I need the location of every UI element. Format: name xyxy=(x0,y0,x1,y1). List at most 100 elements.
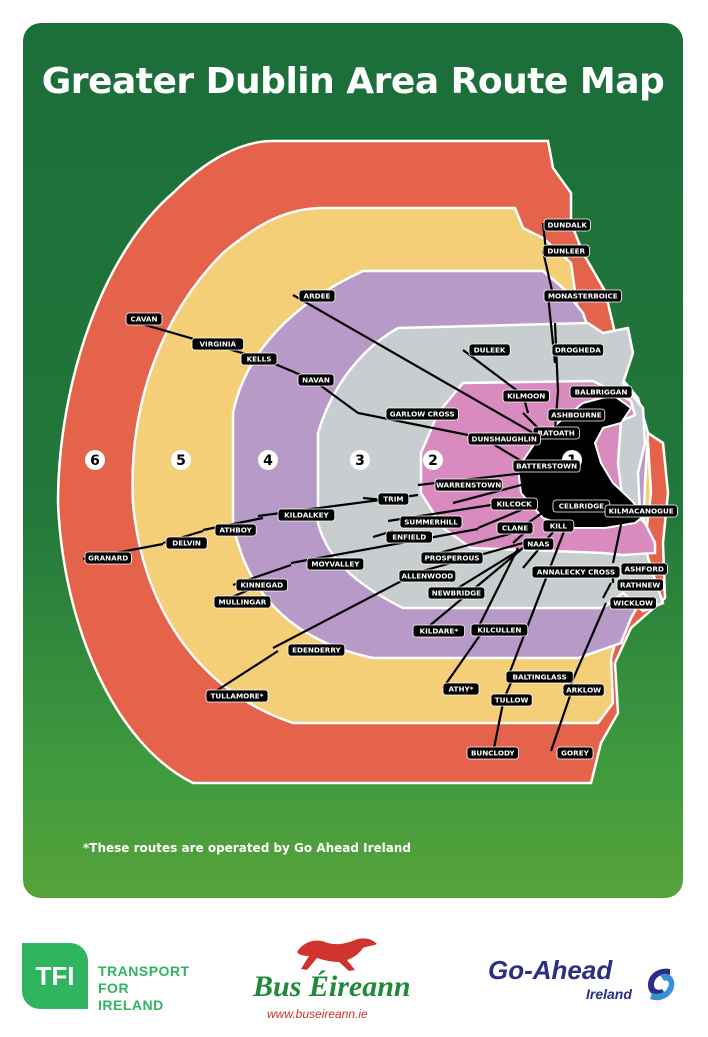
place-label-bg xyxy=(569,385,633,399)
place-label-kilmoon: KILMOON xyxy=(502,389,550,403)
map-title: Greater Dublin Area Route Map xyxy=(41,61,665,102)
tfi-line-3: IRELAND xyxy=(98,997,164,1013)
place-label-text: KILL xyxy=(550,522,568,531)
map-panel: Greater Dublin Area Route Map xyxy=(23,23,683,898)
place-label-bg xyxy=(470,623,529,637)
place-label-bg xyxy=(213,595,272,609)
place-label-baltinglass: BALTINGLASS xyxy=(505,670,574,684)
place-label-bg xyxy=(297,373,335,387)
place-label-text: KILCOCK xyxy=(497,500,532,509)
place-label-bg xyxy=(434,478,503,492)
place-label-bg xyxy=(562,683,605,697)
zone-2-label: 2 xyxy=(428,453,438,469)
place-label-text: TULLOW xyxy=(495,696,529,705)
zone-4-marker xyxy=(258,450,278,470)
place-label-delvin: DELVIN xyxy=(165,536,208,550)
place-label-navan: NAVAN xyxy=(297,373,335,387)
place-label-text: MOYVALLEY xyxy=(311,560,360,569)
zone-2-marker xyxy=(423,450,443,470)
place-label-text: DULEEK xyxy=(474,346,506,355)
place-label-text: DUNLEER xyxy=(547,247,585,256)
place-label-text: CAVAN xyxy=(130,315,157,324)
place-label-kill: KILL xyxy=(542,519,575,533)
place-label-bg xyxy=(505,670,574,684)
place-label-bg xyxy=(531,565,621,579)
place-label-bg xyxy=(467,432,541,446)
place-label-text: GOREY xyxy=(561,749,589,758)
place-label-bg xyxy=(442,682,480,696)
place-label-bg xyxy=(287,643,346,657)
place-label-text: ARKLOW xyxy=(566,686,601,695)
place-label-bg xyxy=(490,497,538,511)
place-label-bg xyxy=(502,389,550,403)
place-label-kilmacanogue: KILMACANOGUE xyxy=(604,504,678,518)
place-label-garlow-cross: GARLOW CROSS xyxy=(385,407,459,421)
place-label-allenwood: ALLENWOOD xyxy=(398,569,457,583)
place-label-bg xyxy=(125,312,163,326)
place-label-text: ANNALECKY CROSS xyxy=(537,568,615,577)
place-label-bg xyxy=(277,508,336,522)
place-label-bg xyxy=(240,352,278,366)
place-label-bg xyxy=(556,746,594,760)
place-label-text: MULLINGAR xyxy=(218,598,266,607)
place-label-duleek: DULEEK xyxy=(468,343,511,357)
zone-numbers: 1 2 3 4 5 6 xyxy=(85,450,582,470)
place-label-prosperous: PROSPEROUS xyxy=(420,551,484,565)
place-label-text: WARRENSTOWN xyxy=(436,481,501,490)
place-label-bg xyxy=(616,578,664,592)
place-label-bg xyxy=(496,521,534,535)
place-label-text: CLANE xyxy=(502,524,528,533)
place-label-text: ATHBOY xyxy=(219,526,252,535)
place-label-bg xyxy=(542,244,590,258)
place-label-drogheda: DROGHEDA xyxy=(551,343,604,357)
place-label-granard: GRANARD xyxy=(84,551,132,565)
place-label-dundalk: DUNDALK xyxy=(543,218,591,232)
go-ahead-logo: Go-Ahead Ireland xyxy=(488,955,688,1015)
zone-6-marker xyxy=(85,450,105,470)
place-label-text: ENFIELD xyxy=(392,533,426,542)
bus-eireann-wordmark: Bus Éireann xyxy=(253,970,411,1003)
place-label-text: BUNCLODY xyxy=(471,749,515,758)
place-label-annalecky-cross: ANNALECKY CROSS xyxy=(531,565,621,579)
place-label-newbridge: NEWBRIDGE xyxy=(427,586,486,600)
place-label-athy: ATHY* xyxy=(442,682,480,696)
place-label-bg xyxy=(165,536,208,550)
place-label-bg xyxy=(191,337,244,351)
place-label-gorey: GOREY xyxy=(556,746,594,760)
place-label-bg xyxy=(385,407,459,421)
place-label-text: GRANARD xyxy=(88,554,128,563)
place-label-text: ALLENWOOD xyxy=(402,572,454,581)
place-label-wicklow: WICKLOW xyxy=(609,596,657,610)
zone-5-marker xyxy=(171,450,191,470)
go-ahead-wordmark: Go-Ahead xyxy=(488,955,613,985)
place-label-bg xyxy=(235,578,288,592)
bus-eireann-website: www.buseireann.ie xyxy=(267,1007,368,1021)
place-label-bg xyxy=(412,624,465,638)
place-label-bg xyxy=(604,504,678,518)
place-label-text: KILMACANOGUE xyxy=(609,507,674,516)
place-label-kilcullen: KILCULLEN xyxy=(470,623,529,637)
place-label-bg xyxy=(609,596,657,610)
place-label-summerhill: SUMMERHILL xyxy=(399,515,463,529)
place-label-text: NAVAN xyxy=(302,376,330,385)
place-label-text: PROSPEROUS xyxy=(425,554,480,563)
place-label-bg xyxy=(551,343,604,357)
place-label-text: KILMOON xyxy=(507,392,545,401)
place-label-kilcock: KILCOCK xyxy=(490,497,538,511)
route-map: 1 2 3 4 5 6 DUNDALK DUNLEER MONASTERBOICE D… xyxy=(56,139,678,785)
place-label-rathnew: RATHNEW xyxy=(616,578,664,592)
place-label-text: GARLOW CROSS xyxy=(390,410,455,419)
place-label-text: KILDALKEY xyxy=(284,511,329,520)
place-label-tullamore: TULLAMORE* xyxy=(205,689,269,703)
place-label-bg xyxy=(620,562,668,576)
place-label-monasterboice: MONASTERBOICE xyxy=(543,289,622,303)
place-label-text: BALBRIGGAN xyxy=(575,388,628,397)
place-label-text: NAAS xyxy=(527,540,549,549)
place-label-bunclody: BUNCLODY xyxy=(466,746,519,760)
place-label-text: DUNSHAUGHLIN xyxy=(472,435,537,444)
place-label-text: ATHY* xyxy=(449,685,474,694)
place-label-kildare: KILDARE* xyxy=(412,624,465,638)
place-label-text: NEWBRIDGE xyxy=(432,589,481,598)
place-label-text: DROGHEDA xyxy=(555,346,601,355)
place-label-text: TULLAMORE* xyxy=(211,692,264,701)
